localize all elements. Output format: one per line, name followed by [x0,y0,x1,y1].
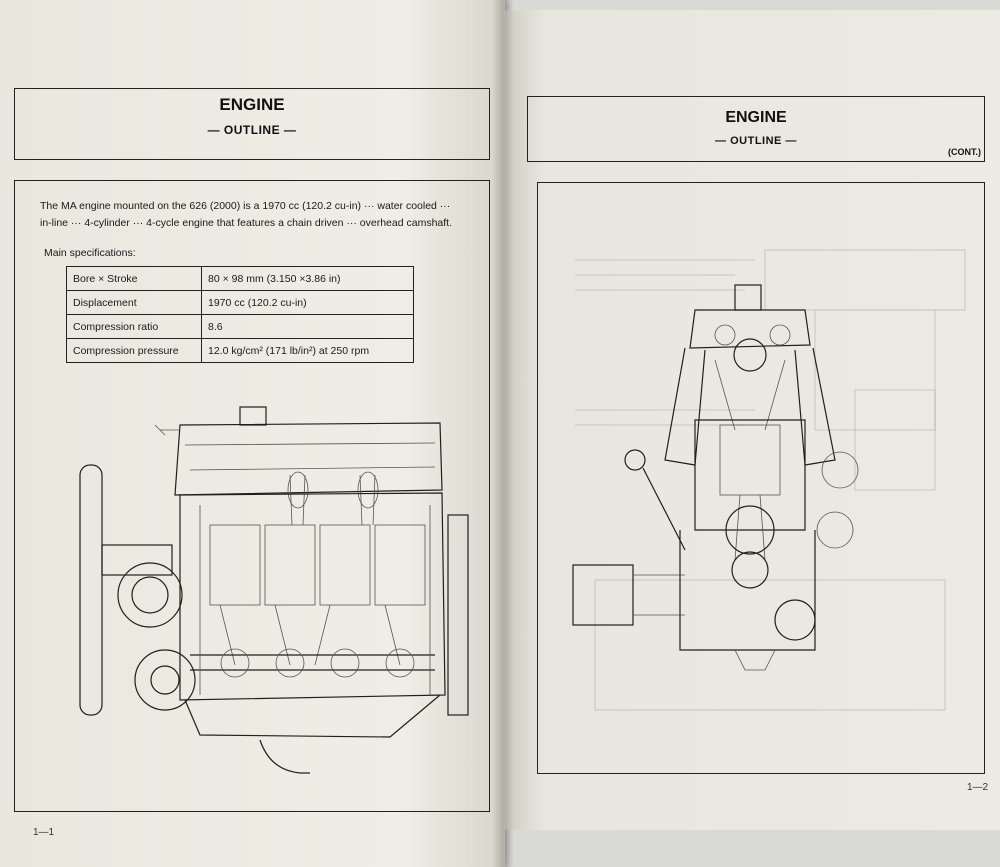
table-row: Compression ratio 8.6 [66,314,414,339]
left-header-box: ENGINE — OUTLINE — [14,88,490,160]
spec-name: Compression ratio [66,314,202,339]
table-row: Displacement 1970 cc (120.2 cu-in) [66,290,414,315]
right-content-box [537,182,985,774]
intro-paragraph: The MA engine mounted on the 626 (2000) … [40,198,486,232]
intro-line-2: in-line ··· 4-cylinder ··· 4-cycle engin… [40,217,453,229]
specs-table: Bore × Stroke 80 × 98 mm (3.150 ×3.86 in… [66,266,414,363]
right-page: ENGINE — OUTLINE — (CONT.) [505,10,1000,830]
right-header-title: ENGINE [725,109,787,126]
spec-value: 12.0 kg/cm² (171 lb/in²) at 250 rpm [201,338,414,363]
continued-label: (CONT.) [948,147,981,157]
table-row: Compression pressure 12.0 kg/cm² (171 lb… [66,338,414,363]
spec-value: 1970 cc (120.2 cu-in) [201,290,414,315]
spec-name: Bore × Stroke [66,266,202,291]
engine-front-view-illustration [572,249,966,711]
left-header-subtitle: — OUTLINE — [207,123,297,137]
specs-label: Main specifications: [44,247,136,259]
right-header-box: ENGINE — OUTLINE — (CONT.) [527,96,985,162]
intro-line-1: The MA engine mounted on the 626 (2000) … [40,200,451,212]
left-page-number: 1—1 [33,827,55,838]
left-content-box [14,180,490,812]
engine-side-view-illustration [79,406,469,774]
left-page: ENGINE — OUTLINE — The MA engine mounted… [0,0,505,867]
spec-name: Displacement [66,290,202,315]
spec-value: 8.6 [201,314,414,339]
right-header-subtitle: — OUTLINE — [715,135,797,147]
table-row: Bore × Stroke 80 × 98 mm (3.150 ×3.86 in… [66,266,414,291]
book-gutter-shadow [492,0,514,867]
spec-name: Compression pressure [66,338,202,363]
spec-value: 80 × 98 mm (3.150 ×3.86 in) [201,266,414,291]
right-page-number: 1—2 [967,782,989,793]
left-header-title: ENGINE [219,95,285,114]
